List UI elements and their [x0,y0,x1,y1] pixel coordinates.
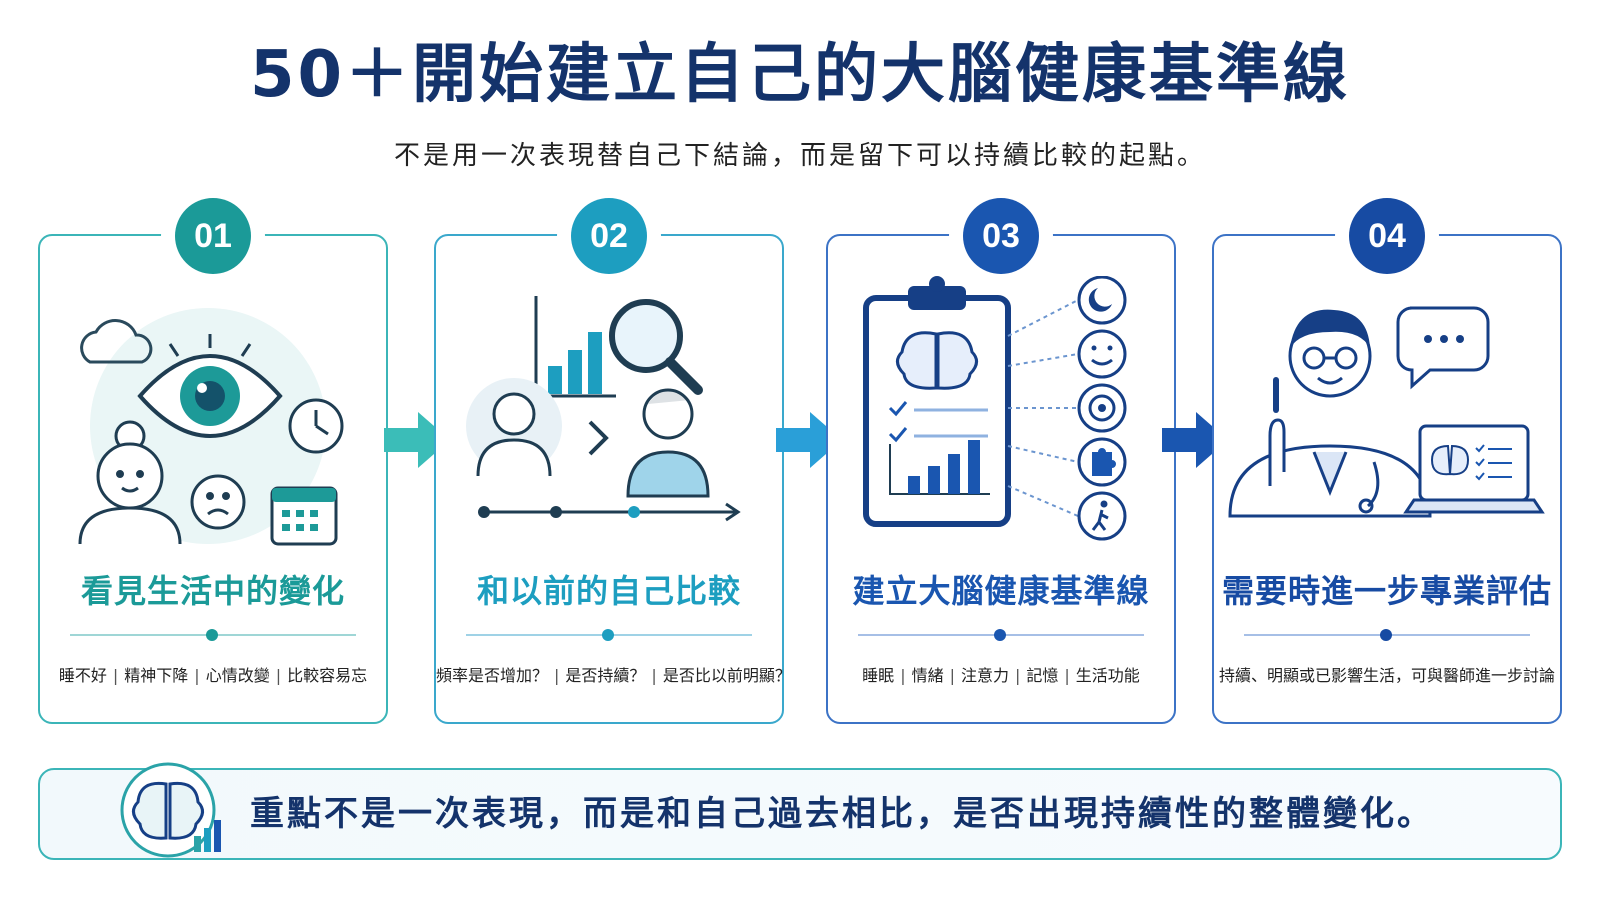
step-title-3: 建立大腦健康基準線 [852,572,1150,610]
tag: 心情改變 [205,666,270,685]
step-card-2: 02 和以前的自己比較 [434,198,791,724]
step-title-4: 需要時進一步專業評估 [1221,572,1552,610]
step-badge-4: 04 [1349,198,1425,274]
bar-chart-icon [534,296,616,398]
past-self-icon [466,378,562,477]
present-self-icon [626,388,710,498]
step-tags-1: 睡不好|精神下降|心情改變|比較容易忘 [58,666,368,685]
tag: 情緒 [911,666,944,685]
tag: 生活功能 [1075,666,1140,685]
chevron-right-icon [588,420,609,456]
clipboard-icon [863,276,1011,527]
brain-chart-icon [120,762,221,858]
step-badge-3: 03 [963,198,1039,274]
doctor-icon [1228,309,1432,518]
step-card-1: 01 [38,198,388,724]
step-tags-3: 睡眠|情緒|注意力|記憶|生活功能 [862,666,1140,685]
speech-bubble-icon [1396,306,1490,390]
step4-illustration [1228,306,1545,518]
step-card-4: 04 需要時進一步專業 [1212,198,1562,724]
step-divider-3 [858,629,1144,641]
tag: 注意力 [960,666,1009,685]
smile-icon [1077,329,1127,379]
step-tags-4: 持續、明顯或已影響生活，可與醫師進一步討論 [1214,662,1560,686]
tag: 睡不好 [58,666,107,685]
step-badge-2: 02 [571,198,647,274]
magnifier-icon [609,299,703,395]
tag: 精神下降 [124,666,189,685]
key-point-text: 重點不是一次表現，而是和自己過去相比，是否出現持續性的整體變化。 [250,794,1434,834]
cloud-icon [80,319,153,364]
step-badge-1: 01 [175,198,251,274]
tag: 睡眠 [862,666,895,685]
step1-illustration [78,308,344,546]
puzzle-icon [1077,437,1127,487]
calendar-icon [270,486,338,546]
tag: 頻率是否增加？ [436,666,549,685]
tag: 持續、明顯或已影響生活，可與醫師進一步討論 [1218,666,1555,685]
tag: 記憶 [1026,666,1059,685]
sad-face-icon [190,474,246,530]
step-tags-2: 頻率是否增加？|是否持續？|是否比以前明顯？ [436,666,791,685]
page-title: 50＋開始建立自己的大腦健康基準線 [249,38,1351,112]
arrow-right-icon [776,412,842,468]
brain-icon [896,331,978,390]
clock-icon [288,398,344,454]
arrow-right-icon [384,412,450,468]
laptop-icon [1403,424,1545,514]
arrow-right-icon [1162,412,1228,468]
sleep-icon [1077,276,1127,325]
step-title-2: 和以前的自己比較 [476,572,741,610]
page-subtitle: 不是用一次表現替自己下結論，而是留下可以持續比較的起點。 [393,141,1206,171]
key-point-banner: 重點不是一次表現，而是和自己過去相比，是否出現持續性的整體變化。 [38,762,1562,860]
step2-illustration [466,296,741,522]
tag: 是否比以前明顯？ [662,666,791,685]
step-divider-1 [70,629,356,641]
step3-illustration [863,276,1127,541]
tag: 比較容易忘 [287,666,368,685]
step-divider-2 [466,629,752,641]
woman-icon [78,420,182,545]
step-title-1: 看見生活中的變化 [80,572,345,610]
target-icon [1077,383,1127,433]
eye-icon [137,334,283,438]
walking-icon [1077,491,1127,541]
step-card-3: 03 建立大腦健康 [826,198,1176,724]
timeline-icon [478,502,741,522]
step-divider-4 [1244,629,1530,641]
tag: 是否持續？ [565,666,646,685]
